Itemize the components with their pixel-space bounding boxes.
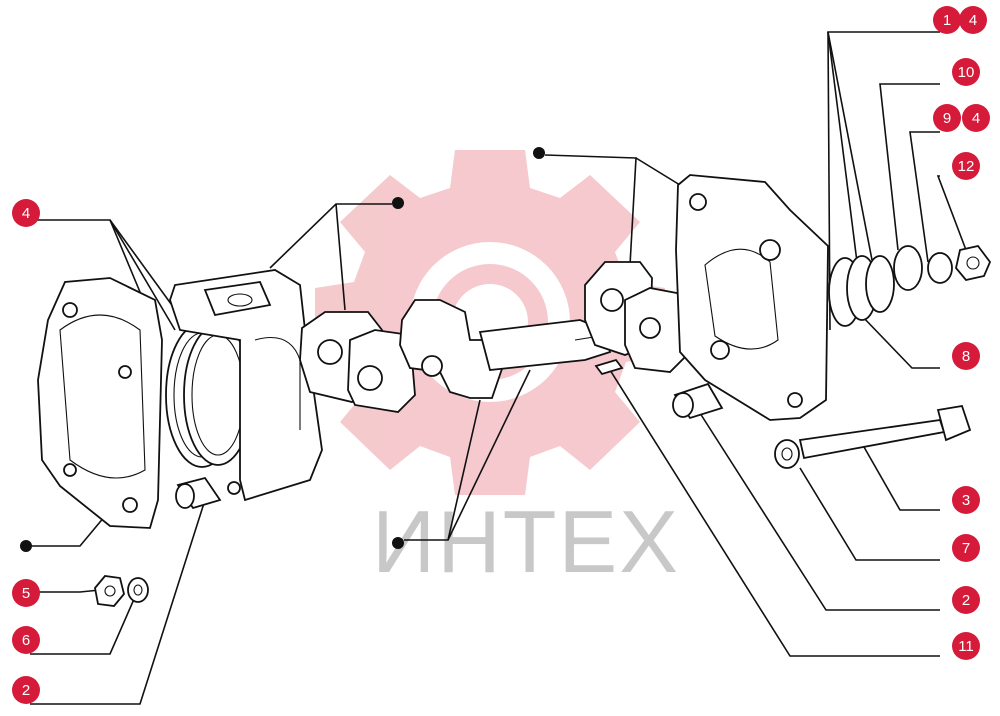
svg-text:4: 4 [972,110,980,127]
callout-badge: 8 [952,342,980,370]
callout-badge: 3 [952,486,980,514]
svg-text:7: 7 [962,540,970,557]
bushing-left-part [175,476,222,510]
svg-text:9: 9 [943,110,951,127]
callout-badge: 2 [952,586,980,614]
svg-text:3: 3 [962,492,970,509]
svg-text:11: 11 [958,638,974,655]
svg-text:1: 1 [943,12,951,29]
callout-badge: 4 [962,104,990,132]
gear-shaft-part [399,299,612,399]
bearing-blocks-part [299,311,416,413]
svg-text:4: 4 [969,12,977,29]
nut-part [94,575,125,607]
callout-badge: 12 [952,152,980,180]
right-seal-stack-part [828,244,992,327]
svg-text:8: 8 [962,348,970,365]
reference-dots [20,147,545,552]
bushing-right-part [672,382,724,420]
key-part [594,358,624,376]
callout-badge: 2 [12,676,40,704]
spring-washer-part [127,577,149,603]
callout-badge: 5 [12,579,40,607]
watermark-text: ИНТЕХ [372,492,680,591]
svg-text:10: 10 [958,64,975,81]
callout-badges: 1 4 10 9 4 12 4 8 [12,6,990,704]
callout-badge: 9 [933,104,961,132]
svg-text:12: 12 [958,158,975,175]
svg-text:6: 6 [22,632,30,649]
callout-badge: 11 [952,632,980,660]
callout-badge: 7 [952,534,980,562]
callout-badge: 10 [952,58,980,86]
callout-badge: 4 [959,6,987,34]
rear-cover-part [675,174,829,421]
bolt-part [798,404,972,460]
svg-text:2: 2 [22,682,30,699]
washer-part [774,439,800,469]
callout-badge: 1 [933,6,961,34]
callout-badge: 6 [12,626,40,654]
svg-text:2: 2 [962,592,970,609]
svg-text:5: 5 [22,585,30,602]
svg-text:4: 4 [22,205,30,222]
callout-badge: 4 [12,199,40,227]
right-bearing-blocks-part [584,261,691,373]
pump-body-part [169,269,323,502]
end-cover-part [37,277,163,529]
